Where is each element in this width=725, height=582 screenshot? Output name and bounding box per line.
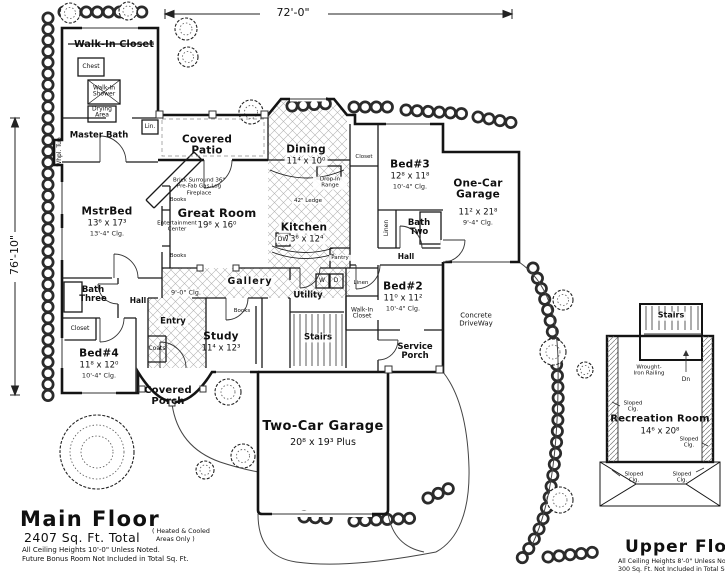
- room-label-recreation: Recreation Room: [610, 413, 710, 425]
- patio-details: [138, 110, 444, 407]
- driveway-lines: [171, 261, 559, 565]
- room-dims-bed3: 12⁸ x 11⁸: [390, 171, 430, 182]
- label-washer: W: [319, 276, 325, 284]
- label-sloped-clg-2: Sloped Clg.: [679, 436, 699, 449]
- room-label-entry: Entry: [158, 316, 188, 327]
- label-drying-area: Drying Area: [92, 105, 112, 119]
- label-whirlpool-tub: Whpl. Tub: [55, 137, 63, 167]
- room-clg-bed4: 10'-4" Clg.: [81, 371, 117, 380]
- label-42in-ledge: 42" Ledge: [292, 197, 324, 205]
- label-walk-in-closet-bed2: Walk-In Closet: [350, 306, 374, 320]
- label-dryer: D: [333, 276, 339, 284]
- label-concrete-driveway: Concrete DriveWay: [459, 311, 493, 327]
- upper-floor-plan: [599, 303, 721, 507]
- windows: [59, 25, 510, 517]
- room-dims-recreation: 14⁶ x 20⁸: [640, 426, 680, 437]
- label-linen-bath-two: Linen: [382, 219, 390, 237]
- room-label-stairs-upper: Stairs: [655, 310, 687, 321]
- room-dims-dining: 11⁴ x 10⁰: [284, 156, 328, 167]
- room-dims-mstrbed: 13⁶ x 17³: [87, 218, 127, 229]
- upper-floor-note-2: 300 Sq. Ft. Not Included in Total Sq. Ft…: [618, 566, 725, 573]
- room-label-gallery: Gallery: [225, 275, 275, 288]
- room-label-stairs-main: Stairs: [301, 332, 335, 343]
- room-label-hall-left: Hall: [129, 295, 147, 305]
- label-linen-cabinet: Lin.: [144, 122, 156, 130]
- room-label-one-car-garage: One-Car Garage: [453, 177, 503, 201]
- room-dims-kitchen: 13⁶ x 12⁴: [282, 234, 326, 245]
- label-books-top: Books: [169, 196, 187, 203]
- room-dims-one-car-garage: 11² x 21⁸: [458, 207, 498, 218]
- label-sloped-clg-4: Sloped Clg.: [672, 471, 692, 484]
- room-dims-two-car-garage: 20⁸ x 19³ Plus: [290, 436, 356, 448]
- room-label-utility: Utility: [293, 290, 323, 301]
- room-dims-bed4: 11⁸ x 12⁰: [79, 360, 119, 371]
- room-label-bed3: Bed#3: [390, 158, 430, 171]
- label-dn: Dn: [681, 375, 691, 383]
- label-books-bottom: Books: [169, 252, 187, 259]
- room-label-service-porch: Service Porch: [397, 341, 433, 361]
- trees: [59, 1, 594, 514]
- main-floor-total: 2407 Sq. Ft. Total: [24, 530, 141, 545]
- label-wrought-iron-railing: Wrought-Iron Railing: [633, 364, 665, 377]
- upper-floor-note-1: All Ceiling Heights 8'-0" Unless Noted.: [618, 558, 725, 565]
- label-entertainment-center: Entertainment Center: [157, 220, 197, 233]
- label-dishwasher: DW: [275, 235, 291, 244]
- dimension-lines: [10, 9, 514, 397]
- room-label-kitchen: Kitchen: [278, 221, 330, 234]
- room-dims-great-room: 19⁸ x 16⁰: [197, 220, 237, 231]
- room-clg-one-car-garage: 9'-4" Clg.: [463, 218, 493, 227]
- label-sloped-clg-3: Sloped Clg.: [624, 471, 644, 484]
- room-dims-study: 11⁴ x 12³: [201, 343, 241, 354]
- room-label-walk-in-closet: Walk-In Closet: [74, 38, 154, 50]
- upper-floor-title: Upper Floor: [625, 537, 725, 557]
- room-label-bed2: Bed#2: [383, 280, 423, 293]
- main-floor-paren-1: ( Heated & Cooled: [152, 528, 210, 535]
- label-dining-closet: Closet: [355, 153, 373, 160]
- door-swings: [97, 135, 466, 369]
- main-floor-title: Main Floor: [20, 507, 161, 531]
- room-label-master-bath: Master Bath: [69, 130, 129, 141]
- room-label-covered-patio: Covered Patio: [181, 133, 233, 157]
- room-label-dining: Dining: [284, 143, 328, 156]
- label-coats: Coats: [148, 344, 166, 352]
- label-closet-bed4: Closet: [70, 324, 90, 332]
- room-dims-bed2: 11⁰ x 11²: [383, 293, 423, 304]
- room-label-bed4: Bed#4: [79, 347, 119, 360]
- room-clg-mstrbed: 13'-4" Clg.: [89, 229, 125, 238]
- room-label-mstrbed: MstrBed: [81, 205, 133, 218]
- label-chest: Chest: [82, 62, 100, 70]
- room-clg-bed2: 10'-4" Clg.: [385, 304, 421, 313]
- room-label-two-car-garage: Two-Car Garage: [262, 418, 384, 434]
- room-label-great-room: Great Room: [177, 205, 257, 220]
- label-pantry: Pantry: [329, 254, 351, 262]
- room-label-covered-porch: Covered Porch: [144, 385, 192, 407]
- label-books-study: Books: [233, 307, 251, 314]
- room-label-bath-three: Bath Three: [79, 284, 107, 304]
- room-label-bath-two: Bath Two: [407, 217, 431, 237]
- overall-width-dimension: 72'-0": [273, 7, 313, 19]
- label-drop-in-range: Drop-In Range: [313, 176, 347, 190]
- label-sloped-clg-1: Sloped Clg.: [623, 400, 643, 413]
- main-floor-note-2: Future Bonus Room Not Included in Total …: [22, 555, 189, 563]
- room-label-study: Study: [203, 330, 239, 343]
- label-hall-ceiling: 9'-0" Clg.: [169, 288, 203, 297]
- main-floor-paren-2: Areas Only ): [156, 536, 195, 543]
- overall-depth-dimension: 76'-10": [8, 231, 21, 279]
- room-label-hall-right: Hall: [397, 251, 415, 261]
- interior-walls: [62, 43, 443, 393]
- label-fireplace: Brick Surround 36" Pre-Fab Gas-Log Firep…: [173, 177, 225, 197]
- main-floor-note-1: All Ceiling Heights 10'-0" Unless Noted.: [22, 546, 160, 554]
- room-clg-bed3: 10'-4" Clg.: [392, 182, 428, 191]
- label-linen-hall: Linen: [353, 279, 369, 286]
- label-walk-in-shower: Walk-In Shower: [92, 84, 116, 98]
